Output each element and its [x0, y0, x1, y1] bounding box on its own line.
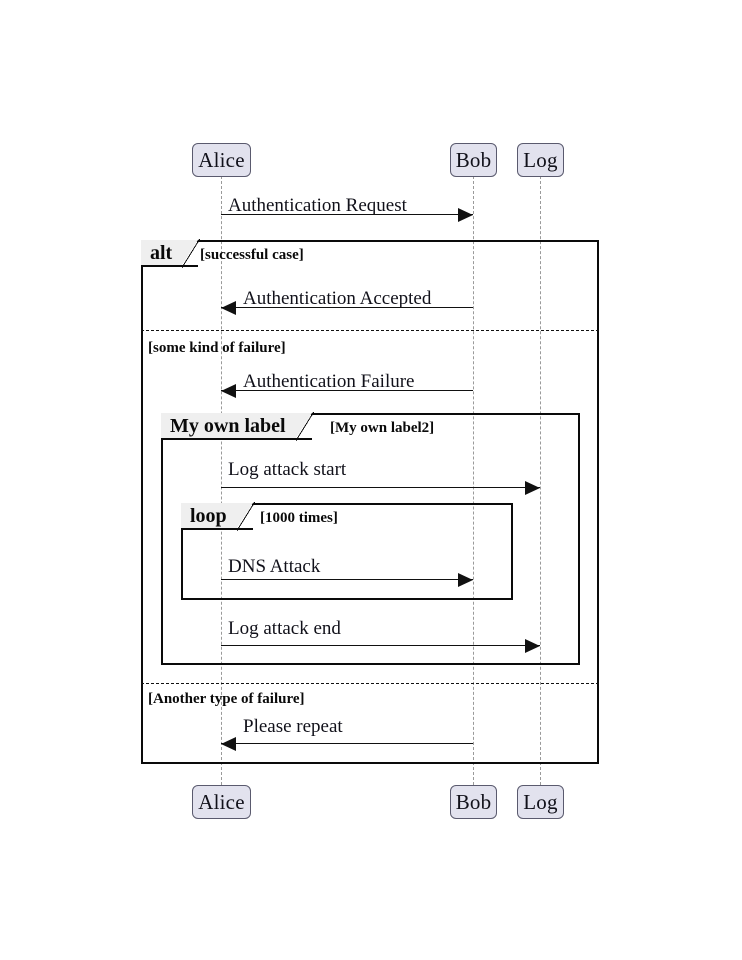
- participant-head-alice[interactable]: Alice: [192, 143, 251, 177]
- fragment-my-own-label-operator-label: My own label: [170, 414, 286, 437]
- fragment-my-own-label[interactable]: [161, 413, 580, 665]
- fragment-alt-guard-another-failure: [Another type of failure]: [148, 691, 305, 707]
- message-line-log-attack-end: [221, 645, 540, 646]
- participant-foot-bob-label: Bob: [455, 789, 492, 814]
- participant-head-alice-label: Alice: [198, 147, 245, 172]
- lifeline-log: [540, 176, 541, 785]
- message-line-please-repeat: [221, 743, 473, 744]
- fragment-alt-operator-tab: alt: [141, 239, 201, 268]
- fragment-loop-operator-tab: loop: [181, 502, 255, 531]
- fragment-alt-guard-successful: [successful case]: [200, 247, 304, 263]
- message-line-dns-attack: [221, 579, 473, 580]
- fragment-alt[interactable]: [141, 240, 599, 764]
- message-label-authentication-failure: Authentication Failure: [243, 371, 415, 392]
- fragment-loop-operator-label: loop: [190, 504, 227, 527]
- arrowhead-please-repeat: [221, 737, 236, 751]
- message-line-authentication-failure: [221, 390, 473, 391]
- fragment-my-own-label-operator-tab: My own label: [161, 412, 314, 441]
- fragment-alt-divider-1: [141, 330, 599, 331]
- arrowhead-dns-attack: [458, 573, 473, 587]
- participant-foot-bob[interactable]: Bob: [450, 785, 497, 819]
- message-label-log-attack-end: Log attack end: [228, 618, 341, 639]
- participant-head-log-label: Log: [523, 147, 558, 172]
- message-label-log-attack-start: Log attack start: [228, 459, 347, 480]
- arrowhead-log-attack-end: [525, 639, 540, 653]
- participant-foot-alice[interactable]: Alice: [192, 785, 251, 819]
- participant-head-bob-label: Bob: [455, 147, 492, 172]
- message-label-authentication-request: Authentication Request: [228, 195, 407, 216]
- fragment-loop[interactable]: [181, 503, 513, 600]
- fragment-alt-guard-some-failure: [some kind of failure]: [148, 340, 286, 356]
- fragment-loop-guard: [1000 times]: [260, 510, 338, 526]
- lifeline-bob: [473, 176, 474, 785]
- message-line-authentication-request: [221, 214, 473, 215]
- arrowhead-log-attack-start: [525, 481, 540, 495]
- arrowhead-authentication-request: [458, 208, 473, 222]
- message-line-authentication-accepted: [221, 307, 473, 308]
- message-label-please-repeat: Please repeat: [243, 716, 343, 737]
- fragment-my-own-label-guard: [My own label2]: [330, 420, 435, 436]
- participant-head-bob[interactable]: Bob: [450, 143, 497, 177]
- lifeline-alice: [221, 176, 222, 785]
- message-line-log-attack-start: [221, 487, 540, 488]
- fragment-alt-divider-2: [141, 683, 599, 684]
- participant-head-log[interactable]: Log: [517, 143, 564, 177]
- fragment-alt-operator-label: alt: [150, 241, 173, 264]
- participant-foot-log-label: Log: [523, 789, 558, 814]
- arrowhead-authentication-accepted: [221, 301, 236, 315]
- message-label-authentication-accepted: Authentication Accepted: [243, 288, 432, 309]
- arrowhead-authentication-failure: [221, 384, 236, 398]
- message-label-dns-attack: DNS Attack: [228, 556, 321, 577]
- participant-foot-alice-label: Alice: [198, 789, 245, 814]
- participant-foot-log[interactable]: Log: [517, 785, 564, 819]
